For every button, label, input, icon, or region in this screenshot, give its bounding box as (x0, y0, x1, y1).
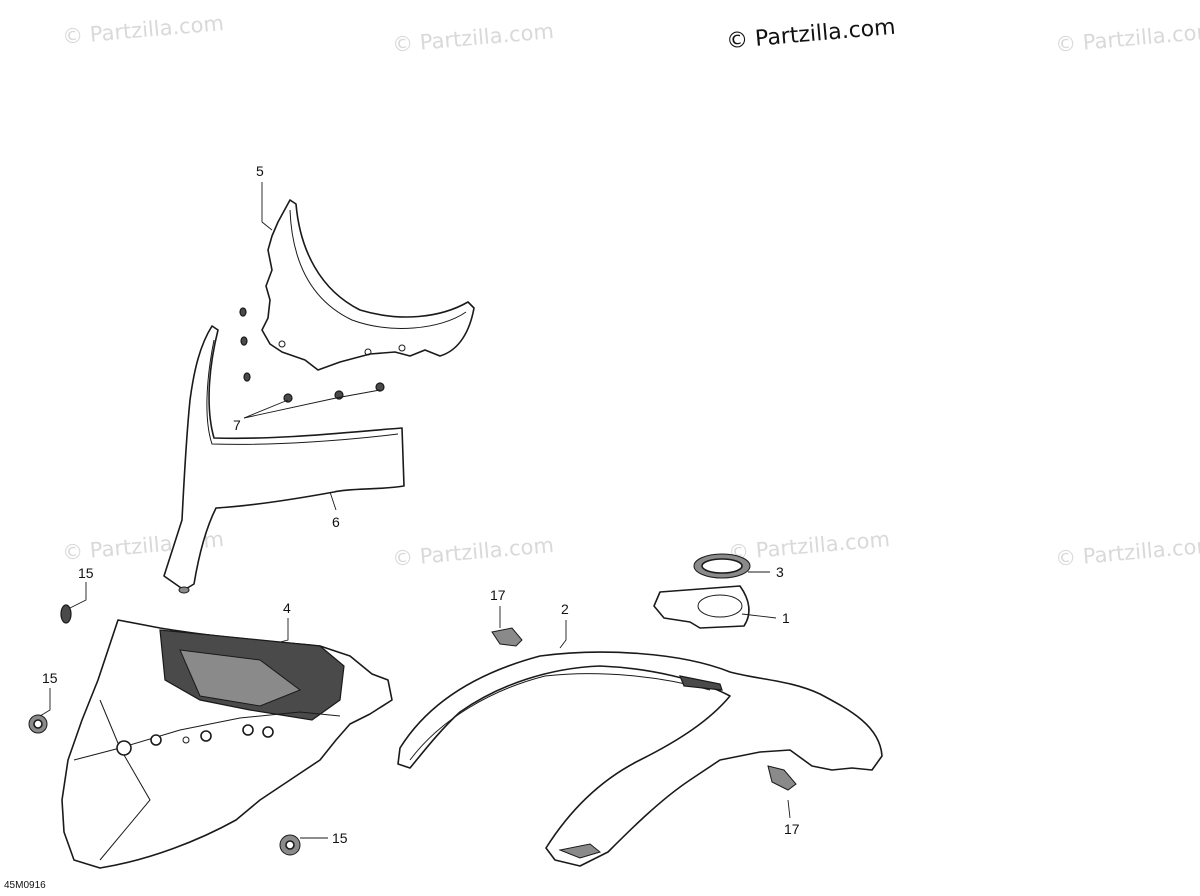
part-6-trim[interactable] (163, 325, 405, 594)
callout-17-bottom: 17 (784, 821, 800, 837)
part-17-clips[interactable] (491, 627, 797, 791)
part-15-grommets[interactable] (28, 604, 301, 856)
part-3-grommet[interactable] (693, 553, 751, 579)
leader-lines (39, 182, 791, 839)
part-1-plate[interactable] (653, 585, 750, 629)
callout-4: 4 (283, 600, 291, 616)
callout-2: 2 (561, 601, 569, 617)
part-4-front-shell[interactable] (61, 619, 393, 869)
callout-15-bottom: 15 (332, 830, 348, 846)
callout-7: 7 (233, 417, 241, 433)
callout-17-top: 17 (490, 587, 506, 603)
callout-15-left: 15 (42, 670, 58, 686)
callout-5: 5 (256, 163, 264, 179)
diagram-code: 45M0916 (4, 880, 46, 891)
callout-6: 6 (332, 514, 340, 530)
part-2-lower-shell[interactable] (397, 651, 883, 867)
callout-3: 3 (776, 564, 784, 580)
callout-1: 1 (782, 610, 790, 626)
callout-15-top: 15 (78, 565, 94, 581)
part-5-deflector[interactable] (261, 199, 475, 371)
